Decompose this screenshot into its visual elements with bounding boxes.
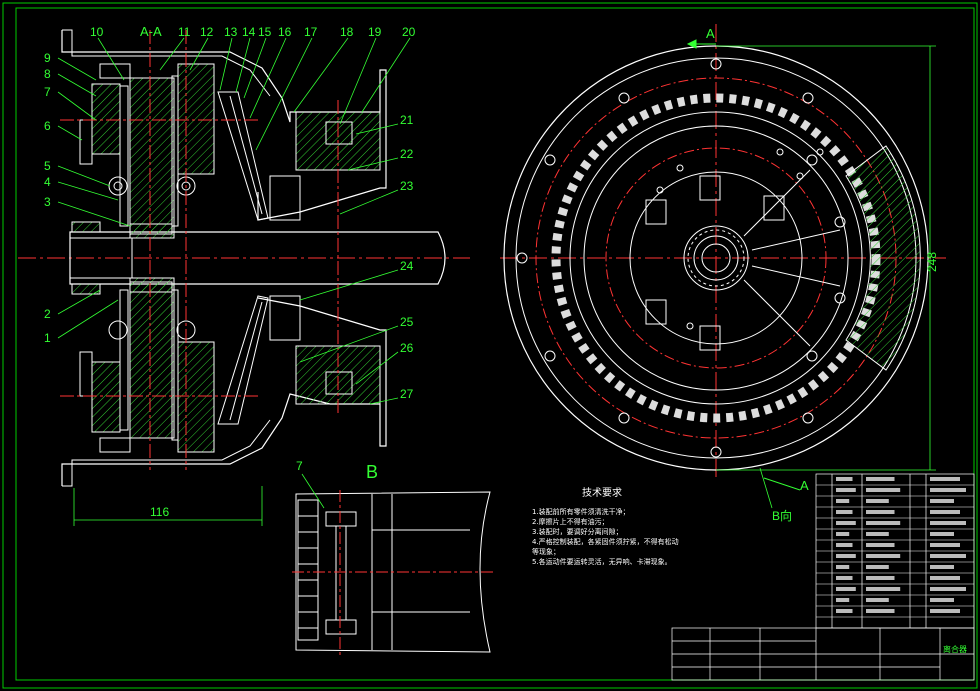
callout-3: 3 <box>44 195 51 209</box>
parts-cell-text-block <box>836 477 853 481</box>
callout-17: 17 <box>304 25 318 39</box>
callout-8: 8 <box>44 67 51 81</box>
callout-15: 15 <box>258 25 272 39</box>
tech-note-2: 2.摩擦片上不得有油污； <box>532 517 609 526</box>
parts-cell-text-block <box>836 532 850 536</box>
parts-cell-text-block <box>866 521 901 525</box>
callout-5: 5 <box>44 159 51 173</box>
dimension-right: 248 <box>925 252 939 272</box>
tech-note-1: 1.装配前所有零件须清洗干净； <box>532 507 630 516</box>
parts-cell-text-block <box>930 477 960 481</box>
tech-requirements-title: 技术要求 <box>582 486 622 499</box>
detail-callout-7: 7 <box>296 459 303 473</box>
section-label: A-A <box>140 24 162 39</box>
parts-cell-text-block <box>866 609 895 613</box>
parts-cell-text-block <box>930 554 966 558</box>
parts-cell-text-block <box>836 499 850 503</box>
parts-cell-text-block <box>866 576 895 580</box>
axis-label-a-bottom: A <box>800 478 809 493</box>
dimension-116 <box>73 486 263 526</box>
view-b-label: B <box>366 462 378 482</box>
dimension-248 <box>716 45 936 471</box>
tech-note-5: 等现象； <box>532 547 560 556</box>
parts-cell-text-block <box>836 510 853 514</box>
parts-cell-text-block <box>836 609 853 613</box>
callout-27: 27 <box>400 387 414 401</box>
callout-4: 4 <box>44 175 51 189</box>
parts-cell-text-block <box>836 587 856 591</box>
callout-13: 13 <box>224 25 238 39</box>
callout-1: 1 <box>44 331 51 345</box>
parts-cell-text-block <box>930 510 960 514</box>
parts-cell-text-block <box>930 576 960 580</box>
parts-cell-text-block <box>866 554 901 558</box>
title-block <box>671 627 975 681</box>
parts-cell-text-block <box>866 532 889 536</box>
callout-24: 24 <box>400 259 414 273</box>
callout-2: 2 <box>44 307 51 321</box>
callout-22: 22 <box>400 147 414 161</box>
parts-cell-text-block <box>930 609 960 613</box>
parts-cell-text-block <box>930 532 954 536</box>
direction-label-b: B向 <box>772 508 792 523</box>
parts-cell-text-block <box>930 587 966 591</box>
parts-list-rows <box>816 477 974 618</box>
section-view <box>18 29 470 487</box>
axis-label-a-top: A <box>706 26 715 41</box>
callout-21: 21 <box>400 113 414 127</box>
end-view <box>500 24 946 480</box>
parts-cell-text-block <box>866 565 889 569</box>
callout-25: 25 <box>400 315 414 329</box>
dimension-bottom: 116 <box>150 505 169 519</box>
parts-cell-text-block <box>866 499 889 503</box>
callout-14: 14 <box>242 25 256 39</box>
parts-cell-text-block <box>836 565 850 569</box>
parts-cell-text-block <box>930 598 954 602</box>
leader-lines <box>57 37 411 405</box>
parts-cell-text-block <box>930 521 966 525</box>
callout-6: 6 <box>44 119 51 133</box>
tech-note-3: 3.装配时，要调好分离间隙； <box>532 527 623 536</box>
parts-cell-text-block <box>866 587 901 591</box>
parts-cell-text-block <box>866 543 895 547</box>
title-block-name: 离合器 <box>943 644 967 654</box>
callout-18: 18 <box>340 25 354 39</box>
callout-16: 16 <box>278 25 292 39</box>
callout-26: 26 <box>400 341 414 355</box>
callout-9: 9 <box>44 51 51 65</box>
tech-note-6: 5.各运动件要运转灵活，无异响、卡滞现象。 <box>532 557 672 566</box>
parts-cell-text-block <box>930 565 954 569</box>
callout-12: 12 <box>200 25 214 39</box>
section-arrow <box>686 39 801 491</box>
callout-19: 19 <box>368 25 382 39</box>
detail-view-b <box>292 490 494 656</box>
parts-cell-text-block <box>866 477 895 481</box>
callout-11: 11 <box>178 25 191 39</box>
parts-cell-text-block <box>930 499 954 503</box>
parts-cell-text-block <box>930 488 966 492</box>
callout-7: 7 <box>44 85 51 99</box>
callout-23: 23 <box>400 179 414 193</box>
parts-cell-text-block <box>866 488 901 492</box>
parts-cell-text-block <box>930 543 960 547</box>
parts-cell-text-block <box>836 543 853 547</box>
parts-cell-text-block <box>866 598 889 602</box>
parts-cell-text-block <box>836 521 856 525</box>
parts-cell-text-block <box>836 554 856 558</box>
callout-20: 20 <box>402 25 416 39</box>
parts-cell-text-block <box>836 488 856 492</box>
callout-10: 10 <box>90 25 104 39</box>
tech-note-4: 4.严格控制装配，各紧固件须拧紧，不得有松动 <box>532 537 679 546</box>
parts-cell-text-block <box>836 598 850 602</box>
parts-cell-text-block <box>866 510 895 514</box>
inner-frame <box>15 7 975 681</box>
parts-cell-text-block <box>836 576 853 580</box>
